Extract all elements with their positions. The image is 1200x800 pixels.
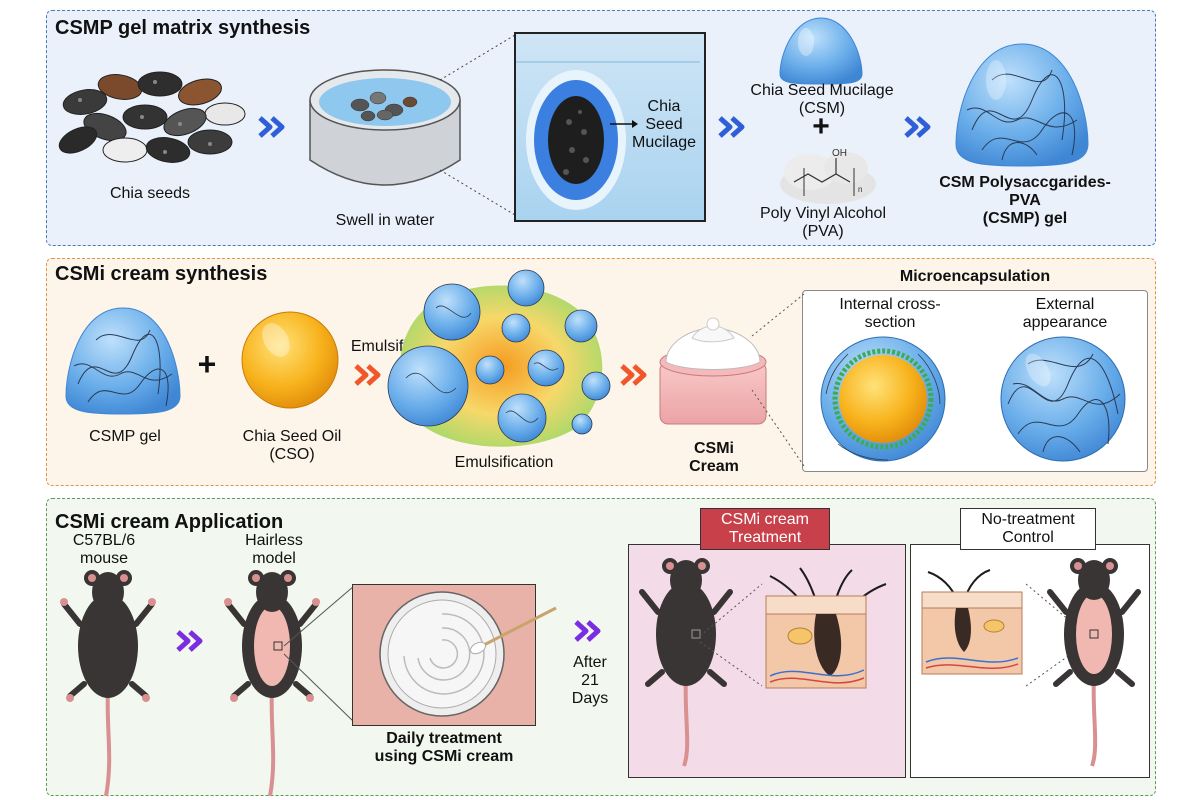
- mouse-illustration: [60, 570, 156, 797]
- pva-structure-icon: OH n: [780, 148, 876, 204]
- emulsification-illustration: [387, 269, 611, 447]
- oil-label: Chia Seed Oil(CSO): [242, 428, 342, 463]
- plus-icon: +: [812, 110, 830, 143]
- double-chevron-icon: [176, 630, 203, 652]
- double-chevron-icon: [354, 364, 381, 386]
- treated-mouse-illustration: [639, 558, 733, 767]
- hairless-mouse-illustration: [224, 570, 320, 797]
- emulsification-label: Emulsification: [454, 454, 554, 471]
- double-chevron-icon: [620, 364, 647, 386]
- double-chevron-icon: [718, 116, 745, 138]
- csm-label: Chia Seed Mucilage(CSM): [750, 82, 894, 117]
- csmp-gel-label: CSM Polysaccgarides-PVA(CSMP) gel: [939, 174, 1111, 227]
- panel-title: CSMi cream Application: [55, 511, 284, 533]
- n-label: n: [858, 185, 862, 194]
- panel-title: CSMi cream synthesis: [55, 263, 268, 285]
- csm-gel-blob: [779, 17, 863, 85]
- zoom-lines: [439, 34, 516, 216]
- skin-section-hair-growth: [765, 567, 887, 689]
- external-appearance-sphere: [1000, 336, 1126, 462]
- zoom-lines: [1025, 583, 1089, 687]
- plus-icon: +: [197, 346, 217, 382]
- control-mouse-illustration: [1047, 558, 1141, 767]
- internal-label: Internal cross-section: [839, 296, 941, 331]
- internal-section-sphere: [820, 336, 946, 462]
- skin-dish-illustration: [379, 591, 557, 717]
- panel-title: CSMP gel matrix synthesis: [55, 17, 311, 39]
- zoom-lines: [283, 585, 355, 723]
- swollen-seed-illustration: [516, 61, 700, 210]
- double-chevron-icon: [904, 116, 931, 138]
- csmp-gel-illustration: [955, 43, 1089, 167]
- csmp-gel-label: CSMP gel: [89, 428, 161, 445]
- zoom-lines: [751, 293, 805, 467]
- water-dish-illustration: [309, 69, 461, 186]
- oil-droplet: [241, 311, 339, 409]
- double-chevron-icon: [574, 620, 601, 642]
- double-chevron-icon: [258, 116, 285, 138]
- csmp-gel-small: [65, 307, 181, 415]
- cream-jar-icon: [659, 317, 767, 425]
- chia-seeds-label: Chia seeds: [109, 185, 191, 202]
- zoom-lines: [699, 583, 763, 687]
- microencapsulation-title: Microencapsulation: [899, 268, 1051, 285]
- pva-label: Poly Vinyl Alcohol(PVA): [760, 205, 886, 240]
- swell-label: Swell in water: [335, 212, 435, 229]
- oh-label: OH: [832, 148, 847, 159]
- skin-section-control: [921, 569, 1023, 675]
- chia-seeds-illustration: [58, 71, 246, 163]
